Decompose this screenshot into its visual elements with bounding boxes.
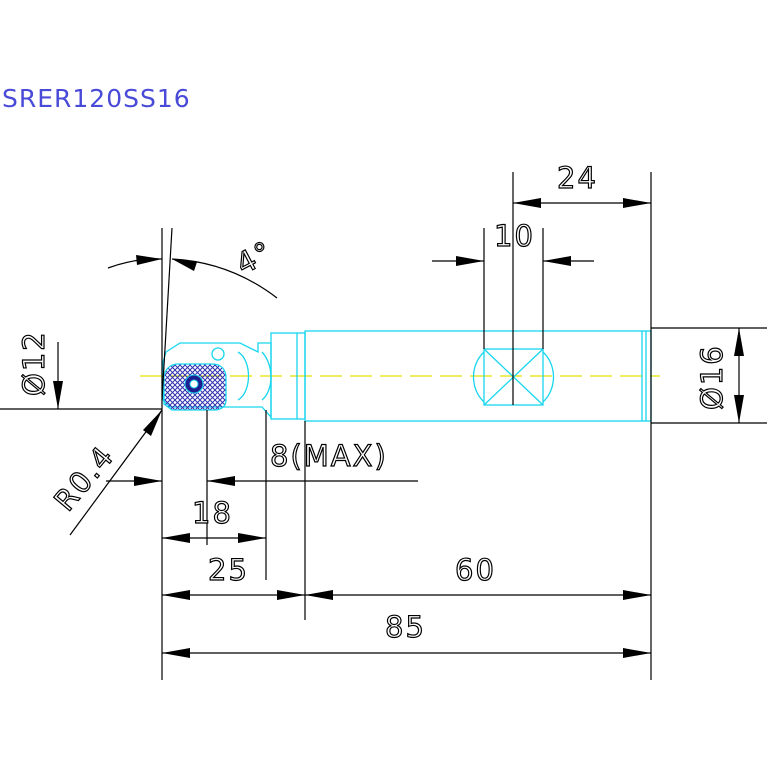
- label-24: 24: [557, 161, 598, 195]
- label-25: 25: [208, 553, 249, 587]
- arrow-8max-right: [207, 476, 235, 486]
- arrow-dia16-top: [734, 328, 744, 356]
- arrow-8max-left: [134, 476, 162, 486]
- arrow-60-right: [623, 590, 651, 600]
- arrow-85-left: [162, 648, 190, 658]
- arrow-25-left: [162, 590, 190, 600]
- arrow-25-right: [277, 590, 305, 600]
- arrow-angle-right: [172, 259, 197, 271]
- arrow-24-right: [623, 198, 651, 208]
- arrow-60-left: [305, 590, 333, 600]
- label-8max: 8(MAX): [270, 439, 388, 473]
- label-60: 60: [455, 553, 496, 587]
- arrow-85-right: [623, 648, 651, 658]
- arrow-angle-left: [136, 255, 162, 265]
- label-r04: R0.4: [47, 439, 121, 518]
- angle-arc-right: [171, 258, 278, 299]
- label-85: 85: [385, 610, 426, 644]
- head-relief: [237, 351, 250, 401]
- arrow-r04: [143, 410, 162, 436]
- arrow-dia16-bottom: [734, 395, 744, 423]
- arrow-dia12: [53, 381, 63, 409]
- flat-arc-left: [472, 351, 485, 403]
- label-18: 18: [192, 496, 233, 530]
- flat-arc-right: [542, 351, 555, 403]
- insert-screw-center: [189, 379, 199, 389]
- label-10: 10: [494, 219, 535, 253]
- arrow-18-left: [162, 533, 190, 543]
- drawing-title: SRER120SS16: [2, 84, 191, 113]
- label-dia16: Ø16: [695, 344, 729, 410]
- screw-head: [211, 347, 225, 361]
- head-chamfer: [261, 351, 272, 401]
- arrowheads: [53, 198, 744, 658]
- label-dia12: Ø12: [17, 330, 51, 396]
- arrow-10-right: [543, 256, 571, 266]
- ext-line-tilt: [161, 227, 173, 401]
- arrow-18-right: [238, 533, 266, 543]
- arrow-10-left: [456, 256, 484, 266]
- arrow-24-left: [513, 198, 541, 208]
- dimension-lines: [0, 172, 767, 680]
